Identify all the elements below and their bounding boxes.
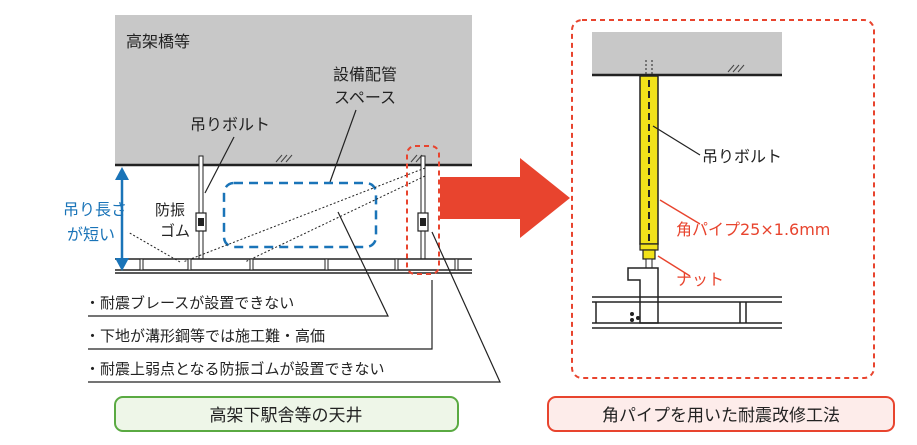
retrofit-detail-frame: [571, 19, 875, 379]
equipment-space-box: [222, 181, 378, 249]
nut-leader: [657, 255, 691, 277]
detail-hatch: [727, 64, 745, 73]
detail-bolt-leader: [652, 125, 701, 156]
left-hanging-bolt: [195, 155, 207, 260]
problem-leaders: [88, 211, 501, 383]
hanging-length-arrow: [115, 167, 129, 271]
detail-slab: [592, 32, 782, 75]
detail-ceiling-grid: [592, 296, 782, 329]
problem-2: ・下地が溝形鋼等では施工難・高価: [85, 327, 325, 345]
equipment-space-label-1: 設備配管: [333, 65, 397, 84]
left-caption: 高架下駅舎等の天井: [210, 406, 363, 426]
ceiling-hanger: [627, 258, 659, 324]
problem-3: ・耐震上弱点となる防振ゴムが設置できない: [85, 360, 385, 378]
right-hanging-bolt: [417, 155, 429, 260]
detail-hanging-bolt-label: 吊りボルト: [702, 147, 782, 166]
nut: [642, 249, 656, 260]
hanging-length-label-1: 吊り長さ: [63, 200, 127, 219]
ceiling-label: 高架橋等: [126, 32, 190, 51]
right-caption-box: [547, 396, 895, 432]
equipment-space-leader: [329, 109, 357, 183]
vibration-rubber-label-2: ゴム: [160, 222, 190, 240]
equipment-space-label-2: スペース: [334, 88, 396, 107]
nut-label: ナット: [676, 270, 724, 289]
ceiling-grid: [115, 258, 472, 274]
pipe-end-plate: [639, 243, 659, 251]
seismic-brace-dotted: [127, 167, 426, 263]
hanging-bolt-label: 吊りボルト: [190, 115, 270, 134]
vibration-rubber-label-1: 防振: [155, 201, 185, 219]
right-caption: 角パイプを用いた耐震改修工法: [602, 406, 840, 426]
detail-anchor: [645, 60, 653, 76]
problem-1: ・耐震ブレースが設置できない: [85, 294, 294, 312]
left-caption-box: [114, 396, 459, 432]
viaduct-slab: [115, 15, 472, 165]
square-pipe-leader: [659, 199, 701, 225]
hanging-length-label-2: が短い: [67, 225, 115, 244]
hanging-bolt-leader: [204, 136, 235, 194]
retrofit-target-highlight: [406, 145, 440, 275]
square-pipe-label: 角パイプ25×1.6mm: [676, 220, 830, 239]
transition-arrow: [440, 158, 570, 238]
